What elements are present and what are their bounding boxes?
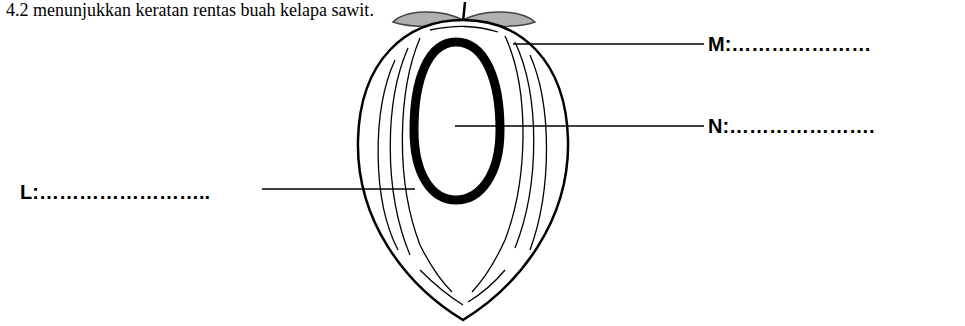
shell-endocarp (414, 42, 500, 200)
part-label: L:…………………….. (20, 180, 210, 204)
mesocarp-fibres (378, 26, 546, 305)
leader-line (455, 125, 704, 127)
part-label: M:………………… (708, 32, 871, 56)
leader-line (262, 188, 415, 190)
caption-text: 4.2 menunjukkan keratan rentas buah kela… (6, 0, 374, 20)
fruit-outline (358, 20, 568, 320)
part-label: N:…………………. (708, 114, 875, 138)
leader-line (513, 43, 704, 45)
